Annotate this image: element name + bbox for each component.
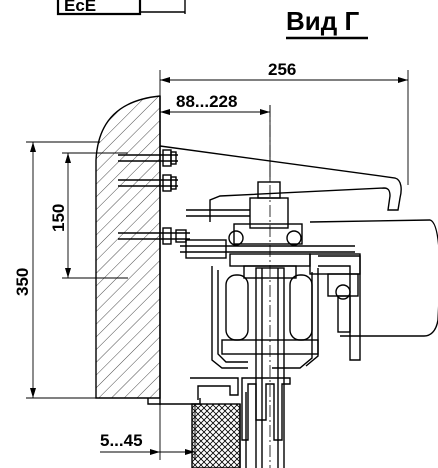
dim-overall-height-label: 350	[13, 268, 32, 296]
lower-bracket	[147, 377, 291, 468]
dim-offset-range: 88...228	[160, 92, 271, 180]
dim-offset-range-label: 88...228	[176, 92, 237, 111]
dim-overall-width-label: 256	[268, 60, 296, 79]
dim-overall-width: 256	[159, 60, 409, 185]
bolt-2	[118, 174, 178, 192]
bolt-3	[118, 227, 190, 245]
view-title-text: Вид Г	[286, 6, 359, 36]
wall-bracket	[159, 145, 402, 259]
dim-bolt-spacing: 150	[49, 152, 128, 279]
dim-gap-range-label: 5...45	[100, 431, 143, 450]
top-left-label: ЕсЕ	[64, 0, 96, 15]
top-left-label-box: ЕсЕ	[56, 0, 186, 16]
dim-overall-height: 350	[13, 141, 100, 399]
pivot-assembly	[228, 105, 311, 468]
view-title: Вид Г	[286, 6, 368, 40]
door-seal-section	[191, 403, 241, 468]
dim-gap-range: 5...45	[100, 405, 196, 460]
dim-bolt-spacing-label: 150	[49, 204, 68, 232]
rail-beam	[309, 219, 438, 361]
bolt-1	[118, 149, 178, 167]
anchor-bolts	[118, 149, 190, 245]
wall-section	[95, 95, 161, 405]
roller-carriage	[211, 266, 319, 468]
